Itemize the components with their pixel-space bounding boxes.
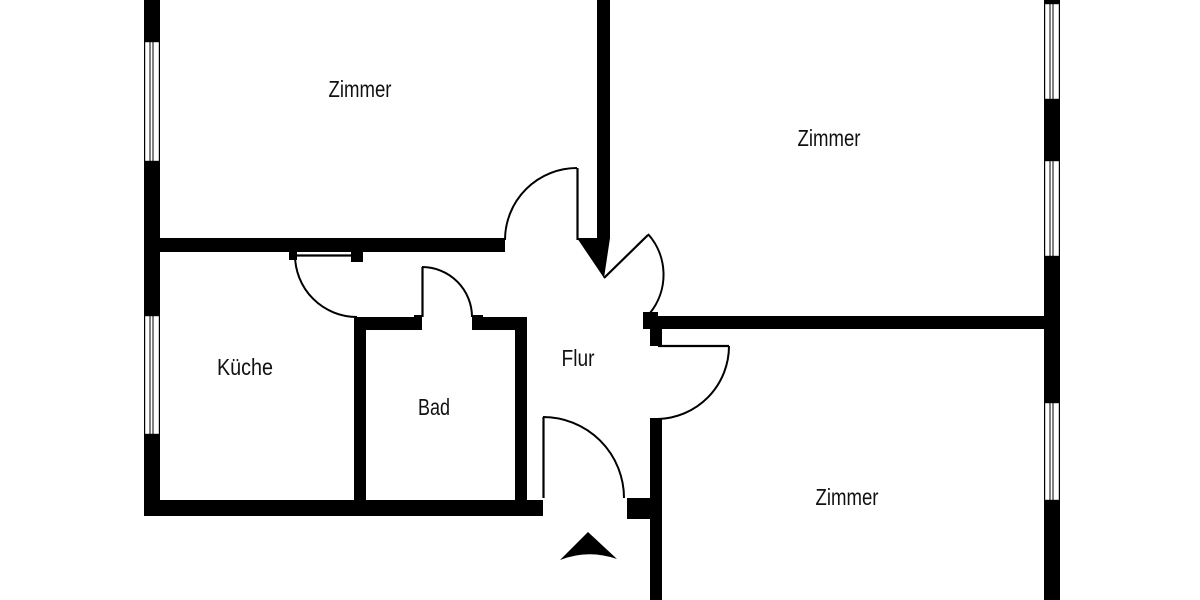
door-zimmer-bottom-right-arc <box>657 345 730 420</box>
wall-kueche-hinge-block <box>351 252 363 262</box>
window-right-lower <box>1043 402 1060 502</box>
room-label-zimmer-bottom-right: Zimmer <box>816 484 879 510</box>
wall-bottom-door-east-jamb <box>627 498 652 519</box>
wall-outer-left-bottom <box>144 435 160 516</box>
north-arrow-icon <box>560 532 617 560</box>
wall-kueche-jamb-nub <box>289 251 297 260</box>
door-zimmer-top-right-arc <box>647 233 665 314</box>
room-label-zimmer-top-right: Zimmer <box>798 125 861 151</box>
room-label-kueche: Küche <box>217 354 273 380</box>
wall-bad-door-east-jamb <box>472 315 483 330</box>
room-label-flur: Flur <box>562 345 595 371</box>
wall-flur-east-stub <box>650 329 662 346</box>
wall-outer-bottom <box>144 500 543 516</box>
door-flur-entry-arc <box>542 416 625 499</box>
wall-outer-left-top <box>144 0 160 41</box>
door-kueche-arc <box>294 254 358 318</box>
door-zimmer-top-right-leaf <box>603 234 649 279</box>
wall-divider-right-rooms <box>650 316 1060 329</box>
wall-end-cap <box>577 238 610 278</box>
window-left-lower <box>144 315 161 436</box>
door-bad-arc <box>421 266 473 318</box>
room-label-bad: Bad <box>418 394 450 420</box>
wall-bad-east <box>515 317 527 500</box>
room-label-zimmer-top-left: Zimmer <box>329 76 392 102</box>
wall-bad-north-west <box>354 317 422 330</box>
wall-outer-right-upper <box>1044 100 1060 160</box>
wall-flur-east-lower <box>650 418 662 600</box>
window-right-mid <box>1043 160 1060 258</box>
door-zimmer-top-left-arc <box>504 167 578 241</box>
wall-kueche-bad-divider <box>354 317 366 500</box>
wall-outer-right-mid <box>1044 257 1060 402</box>
window-right-top <box>1043 2 1060 101</box>
wall-outer-right-cap <box>1044 0 1060 3</box>
wall-zimmer-top-left-south <box>144 238 505 252</box>
wall-divider-top-rooms <box>597 0 610 239</box>
wall-bad-door-west-jamb <box>414 315 422 330</box>
wall-outer-right-bottom <box>1044 501 1060 600</box>
window-left-upper <box>144 40 161 163</box>
